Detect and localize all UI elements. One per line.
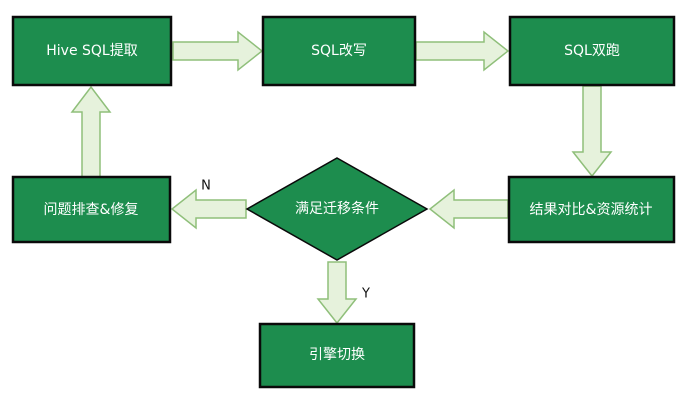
node-compare-label: 结果对比&资源统计 (530, 202, 653, 218)
node-dual-run-label: SQL双跑 (564, 43, 620, 59)
node-rewrite-label: SQL改写 (311, 43, 367, 59)
node-fix-label: 问题排查&修复 (44, 201, 139, 218)
node-rewrite: SQL改写 (261, 15, 417, 87)
node-condition-label: 满足迁移条件 (295, 200, 379, 217)
node-extract-label: Hive SQL提取 (46, 43, 137, 59)
node-switch-label: 引擎切换 (309, 346, 365, 363)
arrow-extract-to-rewrite (172, 30, 264, 72)
node-dual-run: SQL双跑 (508, 15, 676, 87)
node-extract: Hive SQL提取 (11, 15, 173, 87)
arrow-dual-run-to-compare (571, 85, 613, 178)
branch-yes-label: Y (361, 287, 370, 302)
node-fix: 问题排查&修复 (11, 175, 172, 244)
arrow-rewrite-to-dual-run (415, 30, 510, 72)
arrow-condition-to-fix (170, 188, 247, 230)
arrow-condition-to-switch (316, 261, 358, 325)
node-compare: 结果对比&资源统计 (507, 175, 676, 244)
node-condition: 满足迁移条件 (245, 157, 429, 261)
branch-no-label: N (201, 179, 211, 194)
arrow-compare-to-condition (428, 188, 509, 230)
node-switch: 引擎切换 (258, 322, 416, 389)
arrow-fix-to-extract (70, 85, 112, 178)
